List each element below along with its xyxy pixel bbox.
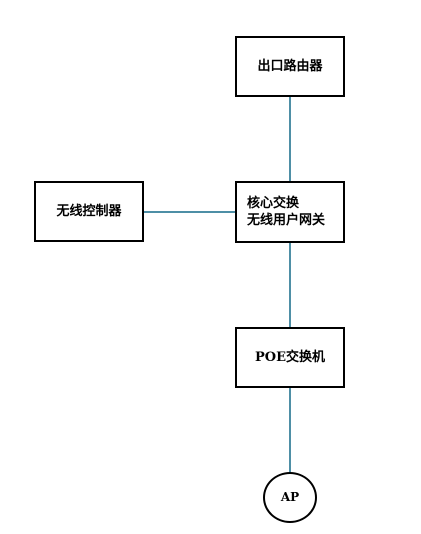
core-switch-label-line2: 无线用户网关: [247, 213, 326, 228]
poe-switch-node: POE交换机: [235, 327, 345, 388]
wireless-controller-label: 无线控制器: [56, 204, 122, 219]
router-node: 出口路由器: [235, 36, 345, 97]
core-switch-node: 核心交换 无线用户网关: [235, 181, 345, 243]
access-point-node: AP: [263, 472, 317, 523]
wireless-controller-node: 无线控制器: [34, 181, 144, 242]
access-point-label: AP: [280, 490, 300, 504]
poe-switch-label: POE交换机: [254, 350, 325, 365]
router-label: 出口路由器: [257, 59, 323, 74]
core-switch-label-line1: 核心交换: [247, 196, 300, 211]
